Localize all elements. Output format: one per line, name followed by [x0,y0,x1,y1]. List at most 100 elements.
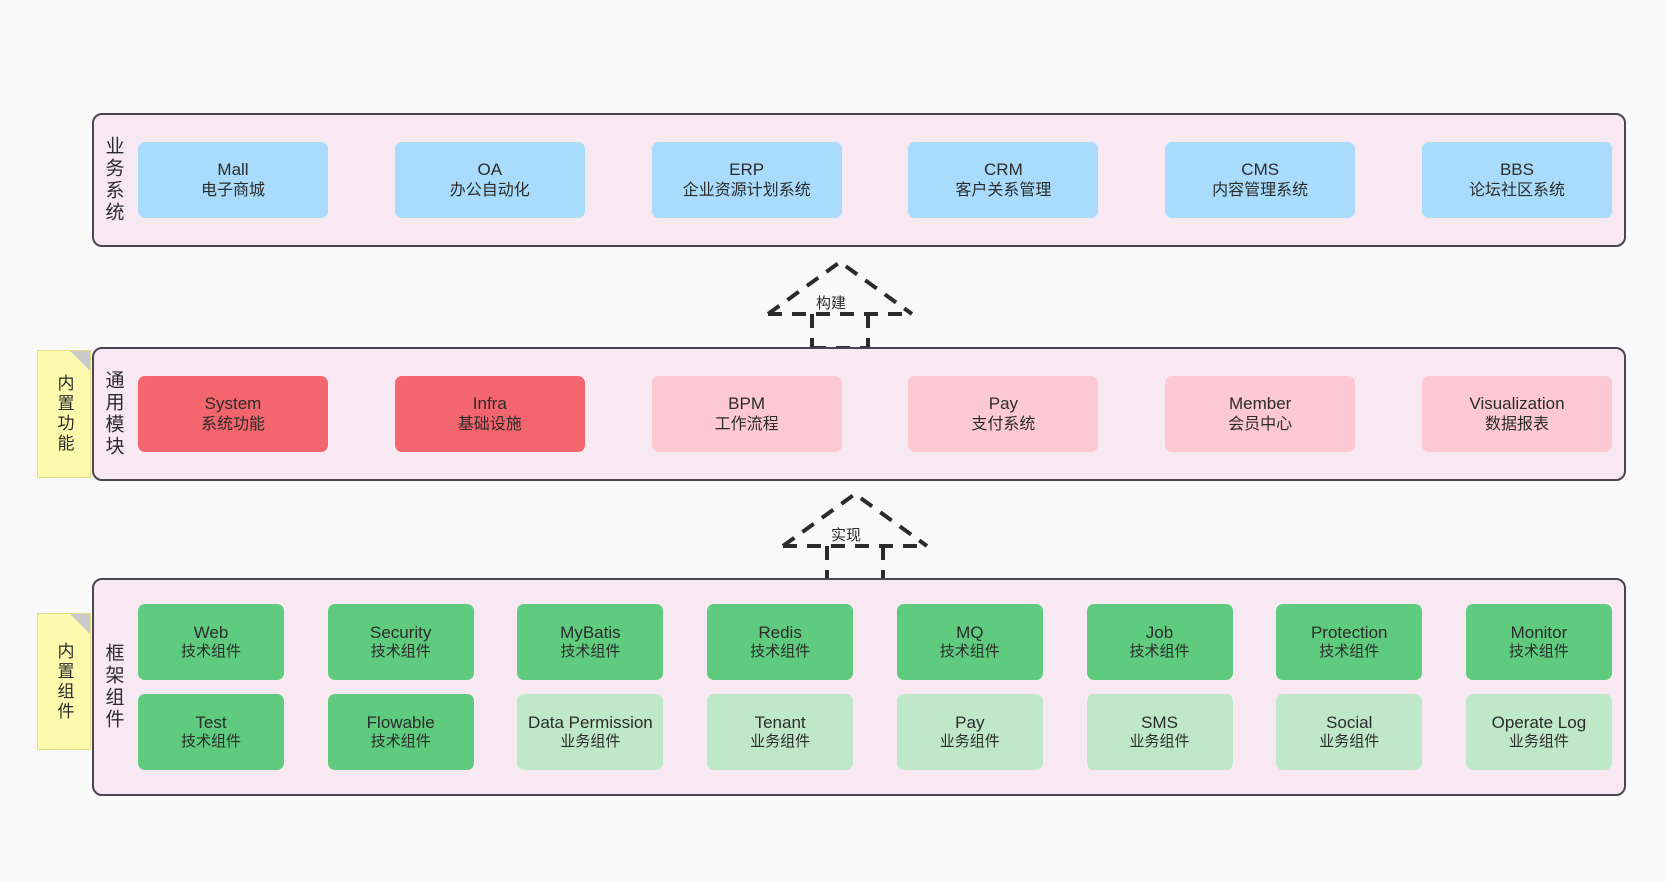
card-mybatis[interactable]: MyBatis 技术组件 [517,604,664,680]
card-protection[interactable]: Protection 技术组件 [1276,604,1423,680]
card-title: Operate Log [1491,713,1587,732]
dashed-generalization-arrow-icon [781,491,929,582]
card-visualization[interactable]: Visualization 数据报表 [1421,376,1612,452]
card-operate-log[interactable]: Operate Log 业务组件 [1465,694,1612,770]
card-subtitle: 业务组件 [1129,733,1190,751]
card-title: Infra [472,394,507,414]
card-infra[interactable]: Infra 基础设施 [394,376,585,452]
card-data-permission[interactable]: Data Permission 业务组件 [517,694,664,770]
card-social[interactable]: Social 业务组件 [1276,694,1423,770]
card-subtitle: 客户关系管理 [955,181,1052,199]
arrow-label-realize: 实现 [831,527,862,544]
card-subtitle: 业务组件 [560,733,621,751]
card-job[interactable]: Job 技术组件 [1086,604,1233,680]
card-title: Data Permission [528,713,653,732]
card-test[interactable]: Test 技术组件 [138,694,284,770]
card-web[interactable]: Web 技术组件 [138,604,284,680]
card-pay-component[interactable]: Pay 业务组件 [896,694,1043,770]
layer-body-framework: Web 技术组件 Security 技术组件 MyBatis 技术组件 Redi… [132,580,1624,794]
arrow-build: 构建 [750,254,930,350]
card-subtitle: 论坛社区系统 [1468,181,1565,199]
card-subtitle: 工作流程 [714,415,779,433]
arrow-label-build: 构建 [816,295,847,312]
card-subtitle: 电子商城 [200,181,265,199]
card-subtitle: 企业资源计划系统 [682,181,811,199]
card-subtitle: 基础设施 [457,415,522,433]
card-subtitle: 系统功能 [200,415,265,433]
card-title: Redis [758,623,802,642]
card-erp[interactable]: ERP 企业资源计划系统 [651,142,842,218]
note-label: 内置组件 [54,641,74,722]
card-title: Visualization [1469,394,1565,414]
card-subtitle: 技术组件 [750,643,811,661]
note-label: 内置功能 [54,374,74,454]
card-cms[interactable]: CMS 内容管理系统 [1165,142,1356,218]
card-subtitle: 办公自动化 [449,181,530,199]
layer-common-modules: 通用模块 System 系统功能 Infra 基础设施 BPM 工作流程 Pay… [92,347,1626,481]
card-title: System [204,394,262,414]
card-title: Member [1229,394,1292,414]
card-subtitle: 技术组件 [370,733,431,751]
card-subtitle: 业务组件 [1319,733,1380,751]
card-sms[interactable]: SMS 业务组件 [1086,694,1233,770]
note-builtin-features: 内置功能 [37,350,91,478]
card-pay-module[interactable]: Pay 支付系统 [908,376,1099,452]
arrow-realize: 实现 [765,486,945,582]
card-title: Pay [955,713,985,732]
card-row: System 系统功能 Infra 基础设施 BPM 工作流程 Pay 支付系统… [138,376,1612,452]
layer-title-framework: 框架组件 [102,643,124,731]
card-title: ERP [729,160,765,180]
card-tenant[interactable]: Tenant 业务组件 [707,694,854,770]
card-subtitle: 技术组件 [180,733,241,751]
card-monitor[interactable]: Monitor 技术组件 [1465,604,1612,680]
card-title: MQ [956,623,984,642]
card-subtitle: 技术组件 [1508,643,1569,661]
card-subtitle: 技术组件 [1319,643,1380,661]
card-subtitle: 技术组件 [939,643,1000,661]
card-row: Test 技术组件 Flowable 技术组件 Data Permission … [138,694,1612,770]
layer-title-business: 业务系统 [102,136,124,224]
card-security[interactable]: Security 技术组件 [327,604,474,680]
card-bbs[interactable]: BBS 论坛社区系统 [1421,142,1612,218]
card-flowable[interactable]: Flowable 技术组件 [327,694,474,770]
card-subtitle: 内容管理系统 [1212,181,1309,199]
card-subtitle: 业务组件 [939,733,1000,751]
card-title: Flowable [366,713,435,732]
layer-business-systems: 业务系统 Mall 电子商城 OA 办公自动化 ERP 企业资源计划系统 CRM… [92,113,1626,247]
card-subtitle: 技术组件 [370,643,431,661]
card-title: Mall [217,160,249,180]
layer-body-modules: System 系统功能 Infra 基础设施 BPM 工作流程 Pay 支付系统… [132,349,1624,479]
card-member[interactable]: Member 会员中心 [1165,376,1356,452]
card-title: CRM [984,160,1023,180]
layer-framework-components: 框架组件 Web 技术组件 Security 技术组件 MyBatis 技术组件… [92,578,1626,796]
card-title: Test [195,713,227,732]
card-row: Mall 电子商城 OA 办公自动化 ERP 企业资源计划系统 CRM 客户关系… [138,142,1612,218]
card-system[interactable]: System 系统功能 [138,376,328,452]
card-oa[interactable]: OA 办公自动化 [394,142,585,218]
card-subtitle: 数据报表 [1484,415,1549,433]
card-title: Job [1145,623,1174,642]
card-title: SMS [1141,713,1178,732]
card-title: MyBatis [560,623,621,642]
card-subtitle: 技术组件 [560,643,621,661]
card-subtitle: 支付系统 [971,415,1036,433]
card-redis[interactable]: Redis 技术组件 [707,604,854,680]
card-title: BPM [728,394,766,414]
card-title: Tenant [754,713,806,732]
card-title: Security [369,623,432,642]
card-crm[interactable]: CRM 客户关系管理 [908,142,1099,218]
card-subtitle: 技术组件 [1129,643,1190,661]
card-title: BBS [1499,160,1534,180]
layer-title-modules: 通用模块 [102,370,124,458]
card-mq[interactable]: MQ 技术组件 [896,604,1043,680]
card-title: CMS [1241,160,1280,180]
card-bpm[interactable]: BPM 工作流程 [651,376,842,452]
card-subtitle: 业务组件 [750,733,811,751]
card-subtitle: 业务组件 [1508,733,1569,751]
note-builtin-components: 内置组件 [37,613,91,750]
layer-body-business: Mall 电子商城 OA 办公自动化 ERP 企业资源计划系统 CRM 客户关系… [132,115,1624,245]
card-mall[interactable]: Mall 电子商城 [138,142,328,218]
card-subtitle: 技术组件 [180,643,241,661]
card-title: Pay [988,394,1019,414]
card-title: Protection [1310,623,1388,642]
